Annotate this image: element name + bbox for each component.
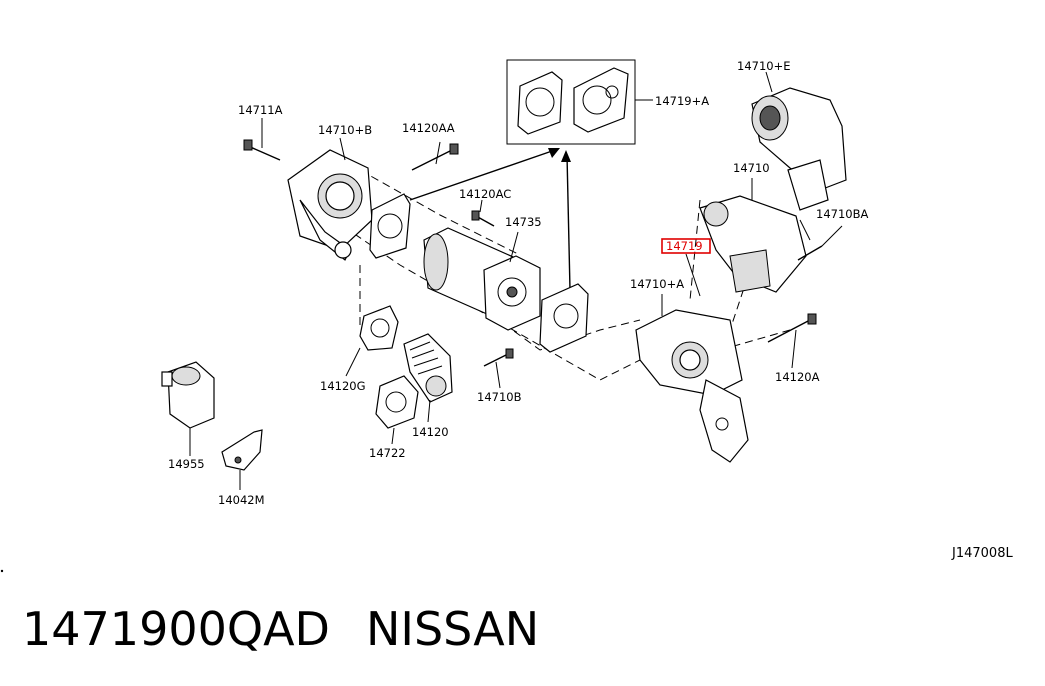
label-14710a: 14710+A [630,277,684,291]
label-14719a: 14719+A [655,94,709,108]
bolt-14710b [483,348,514,389]
bracket-14042m [221,429,263,490]
throttle-body-14710b [287,137,373,261]
inset-arrows [409,148,571,291]
label-14120a: 14120A [775,370,820,384]
gasket-14722 [375,375,419,445]
egr-body-14710a [635,294,749,463]
label-14120g: 14120G [320,379,366,393]
label-14120ac: 14120AC [459,187,511,201]
leader-lines [435,141,811,241]
bolt-14710ba [797,225,843,261]
label-14722: 14722 [369,446,406,460]
label-14711a: 14711A [238,103,283,117]
gasket-left-shape [517,71,563,135]
label-14735: 14735 [505,215,542,229]
label-14710: 14710 [733,161,770,175]
label-14120: 14120 [412,425,449,439]
label-14719: 14719 [666,239,703,253]
gasket-right-shape [573,67,629,133]
bolt-14120aa [411,143,459,171]
egr-valve-14710 [699,178,807,293]
clamp-14120g [345,305,399,377]
gasket-14719 [685,253,701,297]
egr-cooler-14735 [423,227,541,331]
label-14710b-bolt: 14710B [477,390,522,404]
label-14955: 14955 [168,457,205,471]
label-14710b: 14710+B [318,123,372,137]
highlight-box-14719 [661,238,711,254]
gasket-inset [506,59,653,145]
drawing-code: J147008L [951,546,1013,561]
bolt-14711a [243,118,281,161]
gasket-left [369,193,411,259]
bolt-14120a [767,313,817,369]
label-14120aa: 14120AA [402,121,455,135]
part-labels: 14711A 14710+B 14120AA 14719+A 14710+E 1… [168,59,868,507]
bolt-14120ac [471,199,495,227]
label-14042m: 14042M [218,493,265,507]
egr-valve-14710e [751,71,847,211]
flex-pipe-14120 [403,333,453,423]
label-14710ba: 14710BA [816,207,868,221]
brand-name: NISSAN [366,602,539,656]
label-14710e: 14710+E [737,59,791,73]
edge-marker [0,569,4,573]
part-number-title: 1471900QAD [22,602,330,656]
gasket-right [539,283,589,353]
solenoid-14955 [161,361,215,456]
